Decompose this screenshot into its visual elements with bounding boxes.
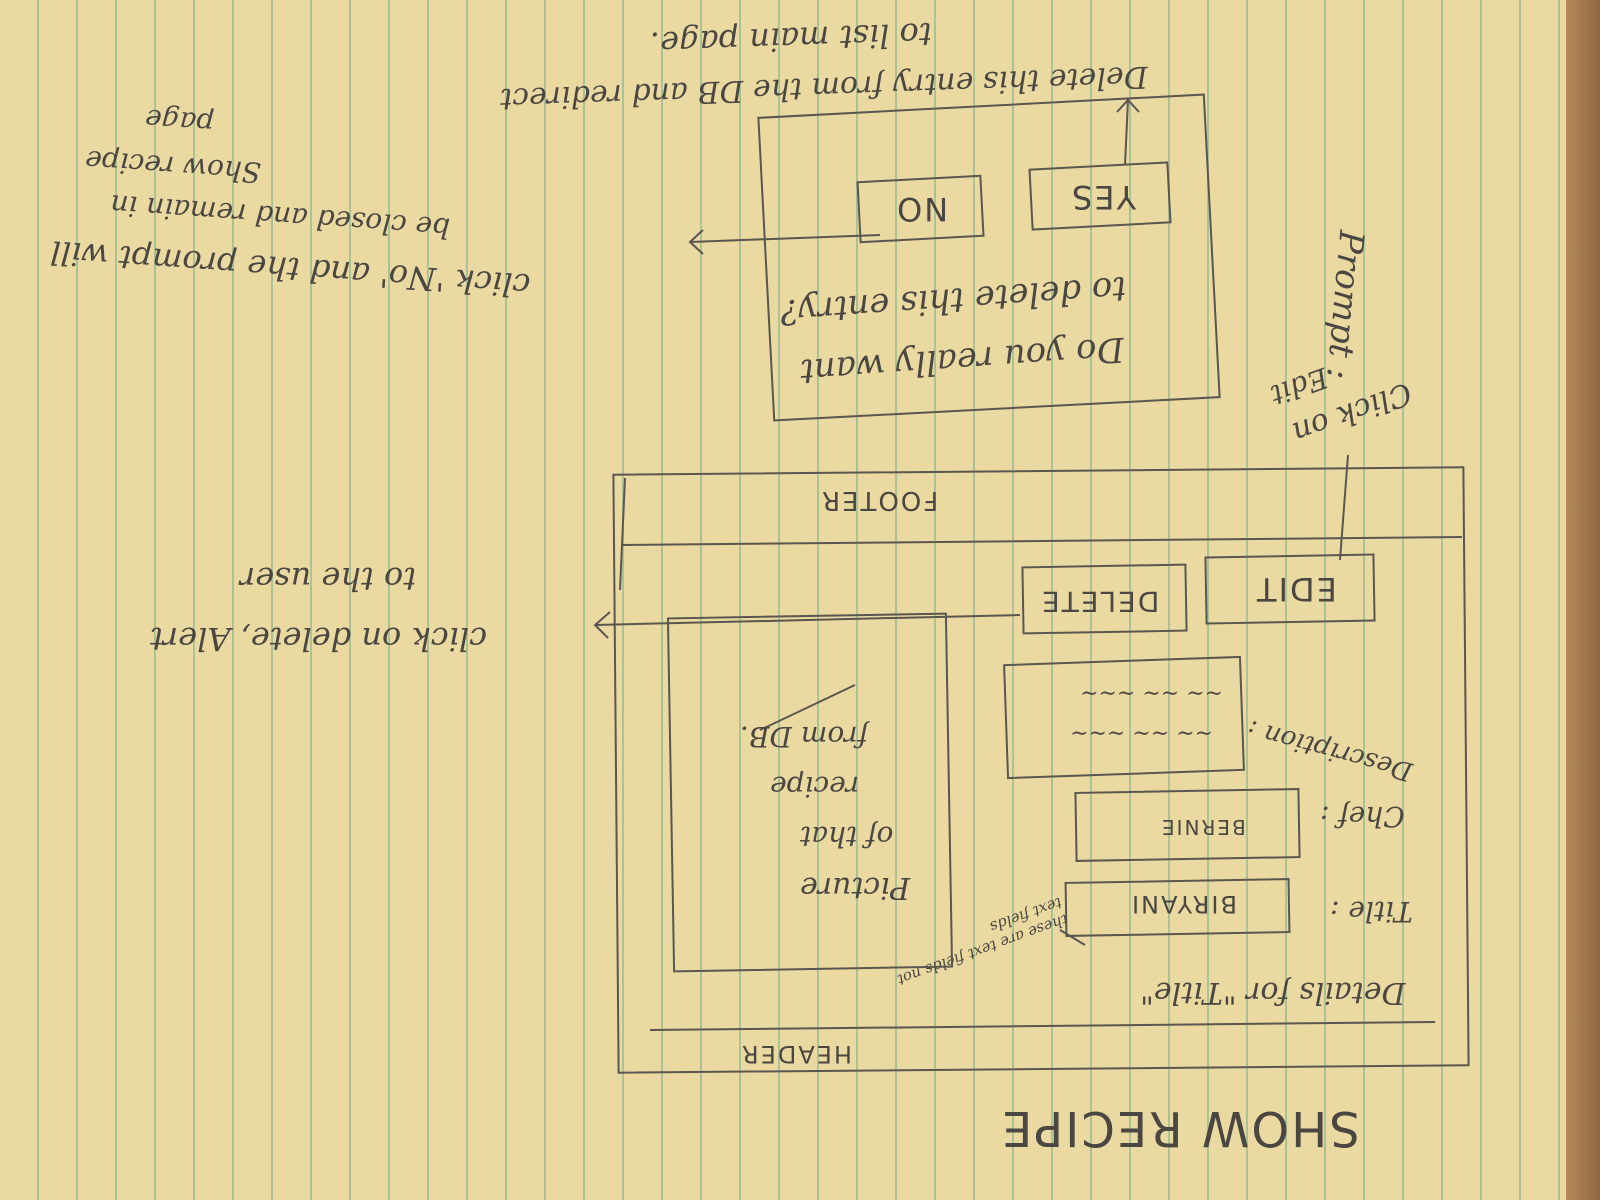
header-label: HEADER [740, 1040, 852, 1068]
yes-arrow-line [1124, 99, 1129, 166]
delete-arrow-line [594, 614, 1021, 626]
title-value: BIRYANI [1130, 890, 1237, 918]
details-heading: Details for "Title" [1140, 975, 1406, 1010]
edit-arrow-line [1339, 454, 1349, 561]
delete-note-line2: to the user [240, 560, 417, 598]
chef-label: Chef : [1320, 800, 1405, 833]
yes-arrowhead [1116, 98, 1140, 113]
no-arrowhead [688, 229, 704, 255]
delete-note-line1: click on delete, Alert [150, 620, 488, 658]
description-scribble-1: ~~ ~~ ~~~ [1080, 680, 1224, 705]
description-scribble-2: ~~ ~~ ~~~ [1070, 720, 1214, 745]
page-title: SHOW RECIPE [1000, 1100, 1360, 1156]
delete-arrowhead [593, 611, 611, 639]
footer-divider [621, 536, 1463, 546]
footer-tick [619, 477, 626, 591]
delete-button-label: DELETE [1040, 585, 1160, 618]
header-divider [649, 1021, 1436, 1031]
yes-button-label: YES [1070, 178, 1137, 216]
description-field[interactable] [1003, 655, 1245, 780]
picture-note-line1: Picture [800, 870, 911, 905]
no-note-line4: page [143, 102, 216, 141]
side-note-pointer [1059, 929, 1086, 946]
title-label: Title : [1330, 895, 1413, 928]
picture-note-line4: from DB. [740, 720, 868, 753]
footer-label: FOOTER [820, 485, 939, 515]
picture-box-stroke [759, 684, 856, 731]
edit-button-label: EDIT [1255, 570, 1337, 608]
picture-note-line3: recipe [770, 770, 860, 803]
table-edge [1566, 0, 1600, 1200]
chef-value: BERNIE [1160, 815, 1246, 839]
no-button-label: NO [895, 190, 949, 228]
picture-note-line2: of that [800, 820, 894, 853]
no-arrow-line [689, 234, 881, 243]
